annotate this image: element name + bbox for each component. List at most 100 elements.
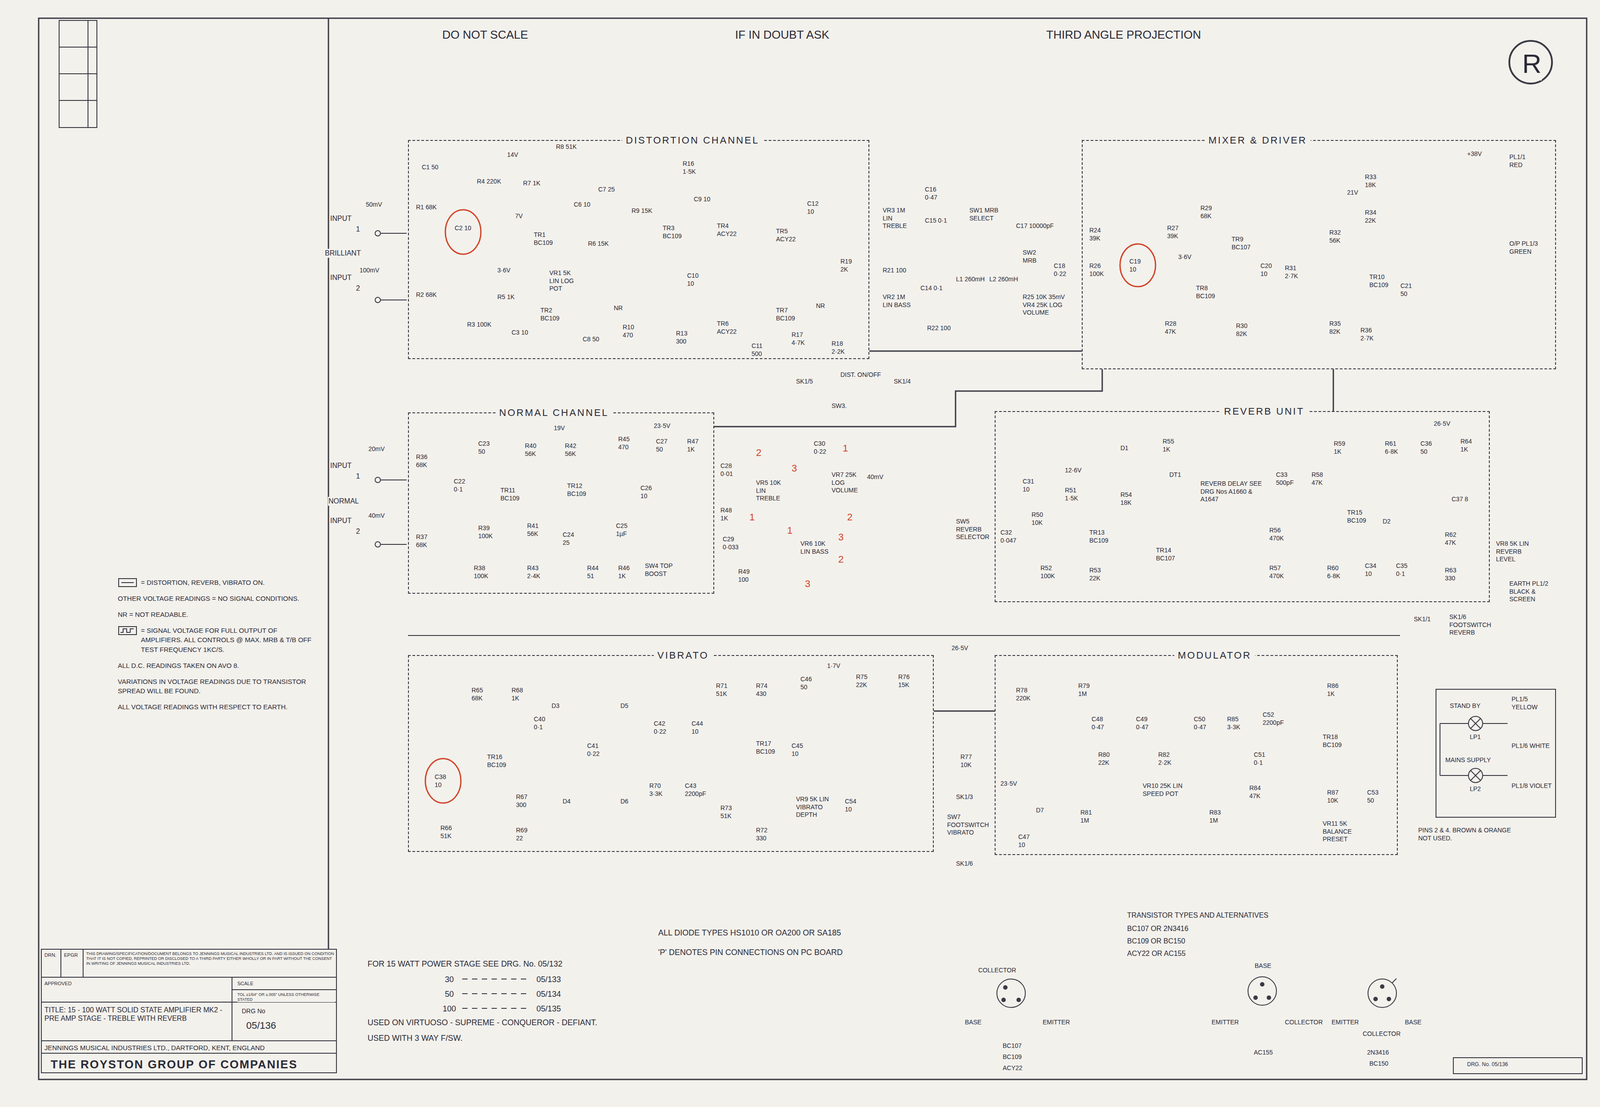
- box-text: MAINS SUPPLY: [1445, 756, 1491, 764]
- component-label: R49 100: [737, 568, 761, 584]
- component-label: D6: [620, 797, 629, 806]
- component-label: R32 56K: [1328, 228, 1352, 245]
- component-label: C27 50: [655, 437, 677, 454]
- component-label: R48 1K: [720, 506, 741, 523]
- box-text: DRN.: [44, 952, 57, 959]
- component-label: 1: [355, 224, 361, 234]
- component-label: R44 51: [586, 564, 608, 580]
- component-label: IF IN DOUBT ASK: [734, 27, 830, 43]
- component-label: ACY22: [1002, 1064, 1023, 1073]
- component-label: R68 1K: [511, 686, 532, 703]
- component-label: VR1 5K LIN LOG POT: [548, 269, 581, 293]
- component-label: TR3 BC109: [662, 224, 690, 240]
- component-label: R73 51K: [720, 804, 744, 820]
- component-label: C46 50: [800, 675, 821, 692]
- annotation-number: 1: [748, 511, 756, 524]
- component-label: R50 10K: [1031, 511, 1055, 527]
- notes-block: = DISTORTION, REVERB, VIBRATO ON. OTHER V…: [117, 577, 314, 719]
- component-label: C2 10: [454, 224, 473, 233]
- annotation-number: 3: [804, 577, 811, 591]
- component-label: REVERB DELAY SEE DRG Nos A1660 & A1647: [1200, 480, 1264, 504]
- component-label: THIRD ANGLE PROJECTION: [1045, 27, 1202, 43]
- component-label: C50 0·47: [1193, 715, 1217, 732]
- component-label: SW4 TOP BOOST: [644, 562, 677, 578]
- box-text: JENNINGS MUSICAL INDUSTRIES LTD., DARTFO…: [44, 1044, 334, 1052]
- component-label: C18 0·22: [1053, 262, 1077, 278]
- wire-connector: [933, 710, 995, 712]
- component-label: R69 22: [515, 826, 537, 843]
- component-label: D4: [562, 797, 572, 806]
- component-label: R82 2·2K: [1157, 751, 1184, 767]
- box-text: STAND BY: [1449, 702, 1481, 710]
- component-label: R63 330: [1444, 566, 1468, 583]
- component-label: C38 10: [434, 773, 453, 789]
- component-label: C36 50: [1420, 440, 1441, 456]
- component-label: C20 10: [1260, 262, 1279, 278]
- component-label: BASE: [1404, 1018, 1422, 1027]
- component-label: R4 220K: [476, 177, 502, 186]
- component-label: 50: [444, 989, 455, 1000]
- note-text: NR = NOT READABLE.: [117, 609, 189, 620]
- component-label: 21V: [1346, 188, 1359, 197]
- component-label: C23 50: [477, 440, 499, 456]
- component-label: C1 50: [421, 163, 443, 172]
- component-label: R80 22K: [1097, 751, 1121, 767]
- component-label: VR7 25K LOG VOLUME: [831, 471, 864, 495]
- component-label: C31 10: [1022, 477, 1041, 494]
- component-label: INPUT: [329, 461, 352, 471]
- component-label: R59 1K: [1333, 440, 1355, 456]
- component-label: TRANSISTOR TYPES AND ALTERNATIVES: [1126, 911, 1269, 920]
- component-label: FOR 15 WATT POWER STAGE SEE DRG. No. 05/…: [367, 959, 563, 970]
- component-label: R37 68K: [415, 533, 439, 549]
- component-label: L2 260mH: [988, 275, 1019, 284]
- component-label: D2: [1382, 517, 1392, 526]
- component-label: SW3.: [831, 402, 848, 411]
- component-label: D1: [1120, 444, 1129, 453]
- component-label: C7 25: [597, 185, 617, 194]
- component-label: PL1/1 RED: [1508, 153, 1541, 169]
- component-label: 100: [442, 1004, 457, 1015]
- component-label: R8 51K: [555, 143, 578, 152]
- component-label: 05/133: [536, 974, 562, 985]
- component-label: 2N3416: [1366, 1048, 1390, 1057]
- note-line: ALL VOLTAGE READINGS WITH RESPECT TO EAR…: [117, 702, 314, 712]
- annotation-number: 3: [837, 531, 844, 544]
- component-label: INPUT: [329, 214, 352, 224]
- legend-text: = DISTORTION, REVERB, VIBRATO ON.: [140, 577, 265, 588]
- component-label: USED WITH 3 WAY F/SW.: [367, 1033, 464, 1044]
- component-label: L1 260mH: [955, 275, 988, 284]
- annotation-number: 2: [837, 553, 844, 566]
- component-label: R56 470K: [1268, 526, 1295, 543]
- component-label: 2: [355, 284, 361, 293]
- component-label: 100mV: [359, 266, 380, 275]
- box-text: APPROVED: [44, 980, 72, 987]
- note-line: OTHER VOLTAGE READINGS = NO SIGNAL CONDI…: [117, 593, 314, 604]
- component-label: SW1 MRB SELECT: [968, 206, 1006, 223]
- component-label: C47 10: [1017, 833, 1039, 849]
- component-label: COLLECTOR: [1362, 1030, 1401, 1039]
- component-label: R72 330: [755, 826, 779, 843]
- component-label: EARTH PL1/2 BLACK & SCREEN: [1508, 580, 1555, 604]
- box-text: THE ROYSTON GROUP OF COMPANIES: [50, 1057, 298, 1072]
- component-label: VR6 10K LIN BASS: [800, 540, 832, 556]
- component-label: VR3 1M LIN TREBLE: [882, 206, 915, 231]
- component-label: C52 2200pF: [1262, 711, 1288, 727]
- component-label: R53 22K: [1088, 566, 1112, 583]
- component-label: R39 100K: [477, 524, 504, 540]
- component-label: D3: [551, 702, 560, 711]
- component-label: BC109: [1002, 1053, 1023, 1062]
- legend-sample: [117, 577, 138, 588]
- section-heading: MODULATOR: [1174, 649, 1256, 662]
- box-text: EPGR: [64, 952, 78, 959]
- component-label: 40mV: [866, 473, 884, 482]
- component-label: C51 0·1: [1253, 751, 1275, 767]
- component-label: C6 10: [573, 200, 592, 209]
- component-label: R24 39K: [1088, 226, 1112, 243]
- component-label: C41 0·22: [586, 742, 610, 758]
- component-label: C26 10: [640, 484, 661, 500]
- annotation-number: 2: [755, 446, 762, 460]
- component-label: R70 3·3K: [648, 782, 675, 798]
- component-label: R76 15K: [897, 673, 921, 689]
- component-label: 3·6V: [1177, 253, 1192, 262]
